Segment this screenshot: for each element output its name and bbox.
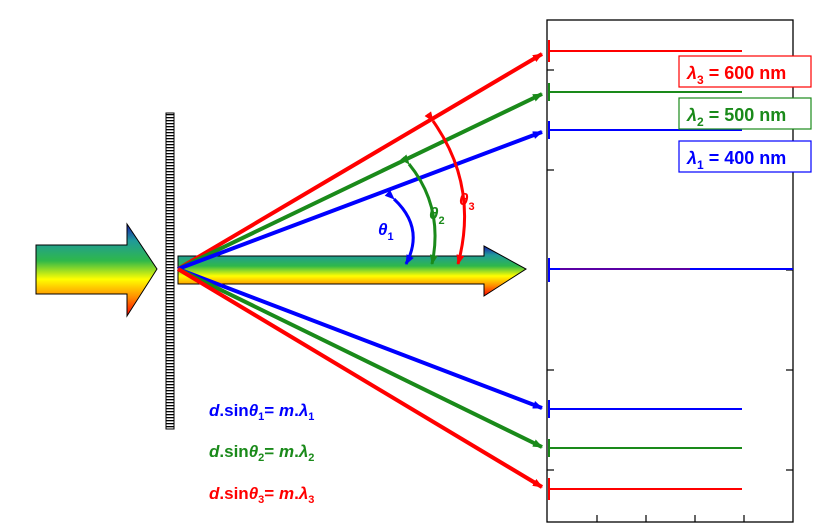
ray-blue-lower xyxy=(177,267,543,410)
svg-text:λ1 = 400 nm: λ1 = 400 nm xyxy=(686,148,786,172)
legend: λ3 = 600 nm λ2 = 500 nm λ1 = 400 nm xyxy=(678,55,812,173)
detector-screen xyxy=(546,19,794,523)
peak-central xyxy=(548,258,793,282)
equation-2: d.sinθ2= m.λ2 xyxy=(209,442,314,464)
grating-equations: d.sinθ1= m.λ1 d.sinθ2= m.λ2 d.sinθ3= m.λ… xyxy=(209,401,314,506)
spectral-peaks xyxy=(548,40,793,500)
incoming-beam-arrow xyxy=(35,222,158,318)
equation-3: d.sinθ3= m.λ3 xyxy=(209,484,314,506)
ray-green-lower xyxy=(177,267,543,449)
peak-blue-lower xyxy=(548,400,742,418)
angle-label-theta1: θ1 xyxy=(378,220,394,243)
peak-red-lower xyxy=(548,478,742,500)
angle-label-theta2: θ2 xyxy=(429,204,445,227)
angle-arcs xyxy=(384,111,467,265)
ray-blue-upper xyxy=(177,130,543,271)
peak-green-lower xyxy=(548,439,742,457)
peak-red-upper xyxy=(548,40,742,62)
angle-arc-theta3 xyxy=(424,111,467,265)
peak-green-upper xyxy=(548,83,742,101)
svg-text:λ3 = 600 nm: λ3 = 600 nm xyxy=(686,63,786,87)
ray-green-upper xyxy=(177,92,543,271)
diffraction-grating xyxy=(165,112,175,430)
ray-red-upper xyxy=(176,52,544,271)
legend-item-lambda2: λ2 = 500 nm xyxy=(678,97,812,130)
angle-arc-theta1 xyxy=(384,189,415,265)
peak-blue-upper xyxy=(548,121,742,139)
angle-label-theta3: θ3 xyxy=(459,190,475,213)
svg-text:λ2 = 500 nm: λ2 = 500 nm xyxy=(686,105,786,129)
diffracted-rays xyxy=(176,52,544,489)
ray-red-lower xyxy=(176,267,544,489)
legend-item-lambda3: λ3 = 600 nm xyxy=(678,55,812,88)
equation-1: d.sinθ1= m.λ1 xyxy=(209,401,314,423)
legend-item-lambda1: λ1 = 400 nm xyxy=(678,140,812,173)
